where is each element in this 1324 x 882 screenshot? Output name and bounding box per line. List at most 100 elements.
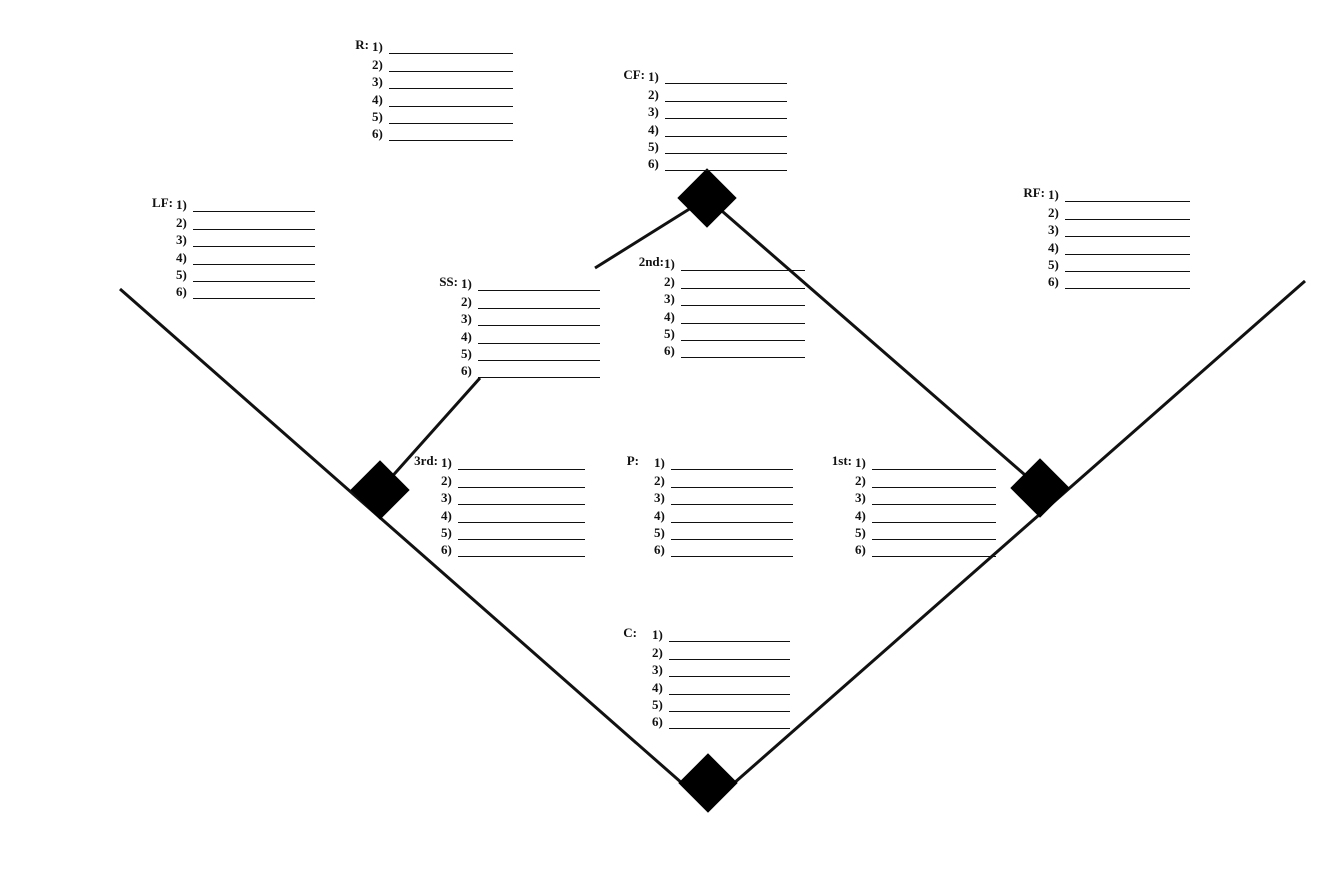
player-name-blank-line[interactable] [671, 473, 793, 488]
player-name-blank-line[interactable] [872, 508, 996, 523]
position-label: R: [355, 37, 369, 52]
player-name-blank-line[interactable] [193, 215, 315, 230]
player-name-blank-line[interactable] [389, 74, 513, 90]
slot-number: 2) [855, 472, 866, 488]
player-name-blank-line[interactable] [665, 69, 787, 85]
player-name-blank-line[interactable] [1065, 222, 1190, 238]
player-name-blank-line[interactable] [478, 329, 600, 344]
player-name-blank-line[interactable] [458, 525, 585, 540]
player-name-blank-line[interactable] [681, 274, 805, 289]
player-name-blank-line[interactable] [665, 156, 787, 172]
player-name-blank-line[interactable] [478, 363, 600, 379]
player-name-blank-line[interactable] [671, 525, 793, 540]
player-name-blank-line[interactable] [671, 508, 793, 523]
player-name-blank-line[interactable] [1065, 257, 1190, 272]
player-name-blank-line[interactable] [478, 311, 600, 327]
player-name-blank-line[interactable] [193, 250, 315, 265]
player-name-blank-line[interactable] [669, 662, 790, 678]
player-name-blank-line[interactable] [389, 57, 513, 72]
position-block-catcher: C:1)2)3)4)5)6) [623, 625, 790, 730]
slot-number: 5) [664, 325, 675, 341]
player-name-blank-line[interactable] [665, 139, 787, 154]
lineup-slot-row: 4) [652, 677, 790, 695]
player-name-blank-line[interactable] [478, 294, 600, 309]
player-name-blank-line[interactable] [665, 87, 787, 102]
lineup-slot-row: 3) [648, 102, 787, 120]
player-name-blank-line[interactable] [671, 490, 793, 506]
lineup-slot-row: 2) [441, 470, 585, 488]
player-name-blank-line[interactable] [669, 645, 790, 660]
player-name-blank-line[interactable] [669, 680, 790, 695]
player-name-blank-line[interactable] [458, 490, 585, 506]
player-name-blank-line[interactable] [872, 455, 996, 471]
slot-number: 2) [441, 472, 452, 488]
lineup-slot-row: 6) [855, 540, 996, 558]
slot-number: 3) [652, 662, 663, 678]
lineup-slot-row: 5) [372, 107, 513, 124]
player-name-blank-line[interactable] [665, 104, 787, 120]
player-name-blank-line[interactable] [872, 525, 996, 540]
player-name-blank-line[interactable] [872, 542, 996, 558]
slot-number: 5) [648, 138, 659, 154]
player-name-blank-line[interactable] [669, 627, 790, 643]
lineup-slot-row: 5) [461, 344, 600, 361]
slot-number: 4) [176, 249, 187, 265]
slot-number: 6) [176, 284, 187, 300]
player-name-blank-line[interactable] [458, 508, 585, 523]
player-name-blank-line[interactable] [872, 473, 996, 488]
player-name-blank-line[interactable] [193, 197, 315, 213]
lineup-slot-row: 4) [372, 89, 513, 107]
lineup-slot-row: 4) [855, 505, 996, 523]
player-name-blank-line[interactable] [1065, 187, 1190, 203]
player-name-blank-line[interactable] [1065, 240, 1190, 255]
lineup-slot-row: 3) [441, 488, 585, 506]
slot-number: 4) [664, 308, 675, 324]
player-name-blank-line[interactable] [665, 122, 787, 137]
position-label: LF: [152, 195, 173, 210]
player-name-blank-line[interactable] [681, 326, 805, 341]
lineup-slot-row: 4) [654, 505, 793, 523]
lineup-slot-row: R:1) [355, 37, 513, 55]
slot-number: 6) [855, 542, 866, 558]
player-name-blank-line[interactable] [458, 542, 585, 558]
player-name-blank-line[interactable] [681, 256, 805, 272]
player-name-blank-line[interactable] [681, 291, 805, 307]
player-name-blank-line[interactable] [671, 542, 793, 558]
player-name-blank-line[interactable] [478, 276, 600, 292]
slot-number: 2) [664, 273, 675, 289]
player-name-blank-line[interactable] [669, 714, 790, 730]
lineup-slot-row: 2) [372, 54, 513, 72]
player-name-blank-line[interactable] [681, 343, 805, 359]
player-name-blank-line[interactable] [389, 109, 513, 124]
slot-number: 5) [654, 524, 665, 540]
lineup-slot-row: 4) [176, 247, 315, 265]
player-name-blank-line[interactable] [872, 490, 996, 506]
player-name-blank-line[interactable] [389, 126, 513, 142]
player-name-blank-line[interactable] [1065, 205, 1190, 220]
lineup-slot-row: 2) [648, 84, 787, 102]
player-name-blank-line[interactable] [681, 309, 805, 324]
player-name-blank-line[interactable] [458, 473, 585, 488]
slot-number: 5) [441, 524, 452, 540]
player-name-blank-line[interactable] [389, 39, 513, 55]
slot-number: 1) [654, 455, 665, 471]
lineup-slot-row: 3) [855, 488, 996, 506]
player-name-blank-line[interactable] [193, 284, 315, 300]
slot-number: 4) [855, 507, 866, 523]
player-name-blank-line[interactable] [1065, 274, 1190, 290]
position-label: 3rd: [414, 453, 438, 468]
position-label: CF: [623, 67, 645, 82]
lineup-slot-row: 5) [176, 265, 315, 282]
player-name-blank-line[interactable] [193, 232, 315, 248]
player-name-blank-line[interactable] [671, 455, 793, 471]
player-name-blank-line[interactable] [193, 267, 315, 282]
player-name-blank-line[interactable] [669, 697, 790, 712]
slot-number: 2) [176, 214, 187, 230]
player-name-blank-line[interactable] [458, 455, 585, 471]
lineup-slot-row: 3) [664, 289, 805, 307]
player-name-blank-line[interactable] [389, 92, 513, 107]
slot-number: 4) [652, 679, 663, 695]
player-name-blank-line[interactable] [478, 346, 600, 361]
slot-number: 4) [654, 507, 665, 523]
slot-number: 5) [652, 696, 663, 712]
